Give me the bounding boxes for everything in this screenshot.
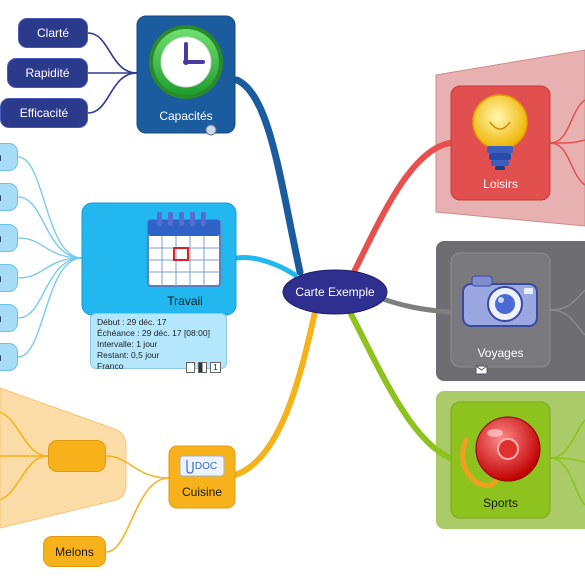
center-node-shape[interactable] [282,269,388,315]
cuisine-label: Cuisine [181,485,223,499]
task-remaining: Restant: 0,5 jour [97,350,160,360]
capacites-link-badge-icon[interactable] [205,124,217,136]
center-topic[interactable]: Carte Exemple [295,285,375,299]
cuisine-attachment-label: DOC [194,461,218,472]
travail-label: Travail [167,294,203,308]
task-priority-badge[interactable]: 1 [210,362,221,373]
calendar-icon [147,212,221,287]
task-start-date: Début : 29 déc. 17 [97,317,167,327]
loisirs-label: Loisirs [483,177,518,191]
task-note-icon[interactable] [186,362,195,373]
camera-icon [462,275,538,327]
document-attachment-icon[interactable] [179,455,225,477]
capacites-label: Capacités [159,109,213,123]
capacites-item-clarte[interactable]: Clarté [18,18,88,48]
capacites-item-rapidite[interactable]: Rapidité [7,58,88,88]
travail-item[interactable]: n [0,264,18,292]
cuisine-item-melons[interactable]: Melons [43,536,106,567]
note-envelope-icon[interactable] [475,365,488,375]
travail-item[interactable]: n [0,143,18,171]
task-progress-icon[interactable] [198,362,207,373]
cuisine-sub-branches [0,411,170,553]
cuisine-item-empty[interactable] [48,440,106,472]
travail-item[interactable]: n [0,224,18,252]
main-branches [232,76,453,478]
task-resource: Franco [97,361,124,371]
travail-item[interactable]: n [0,304,18,332]
travail-sub-branches [17,156,83,358]
voyages-label: Voyages [477,346,524,360]
clock-icon [149,25,223,99]
travail-item[interactable]: n [0,183,18,211]
task-interval: Intervalle: 1 jour [97,339,158,349]
ball-icon [460,416,541,488]
task-info-panel[interactable]: Début : 29 déc. 17 Échéance : 29 déc. 17… [90,313,227,371]
right-sub-branches [549,99,585,506]
capacites-sub-branches [87,32,138,114]
lightbulb-icon [472,94,528,170]
sports-label: Sports [483,496,518,510]
task-due-date: Échéance : 29 déc. 17 [08:00] [97,328,210,338]
travail-item[interactable]: n [0,343,18,371]
capacites-item-efficacite[interactable]: Efficacité [0,98,88,128]
